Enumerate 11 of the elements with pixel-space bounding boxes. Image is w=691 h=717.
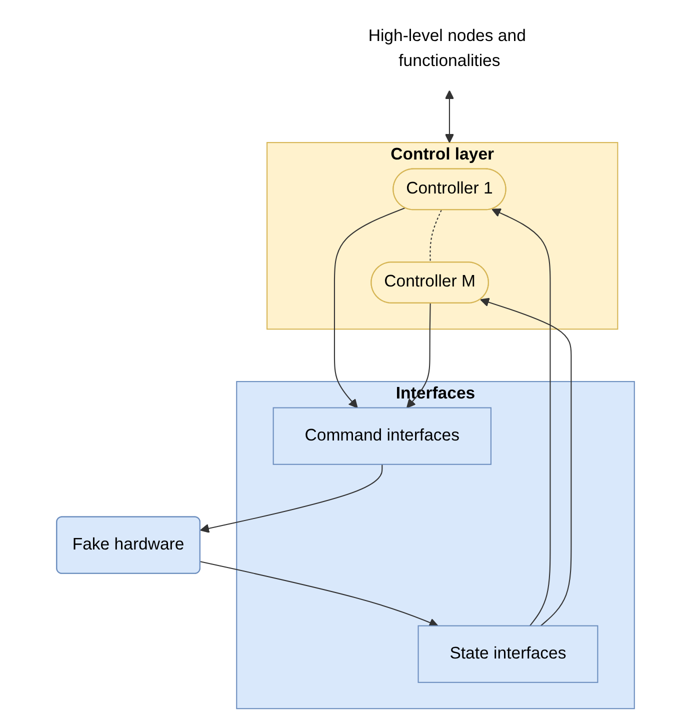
- arrow: [492, 208, 551, 626]
- arrow: [200, 561, 438, 627]
- node-text: High-level nodes and functionalities: [368, 27, 526, 70]
- arrow: [200, 464, 383, 533]
- arrow: [406, 303, 431, 408]
- connector: [430, 210, 442, 263]
- node-box: State interfaces: [418, 625, 598, 683]
- node-box: Command interfaces: [272, 407, 492, 465]
- arrow: [444, 90, 454, 143]
- arrow: [480, 298, 572, 626]
- arrow: [334, 208, 406, 408]
